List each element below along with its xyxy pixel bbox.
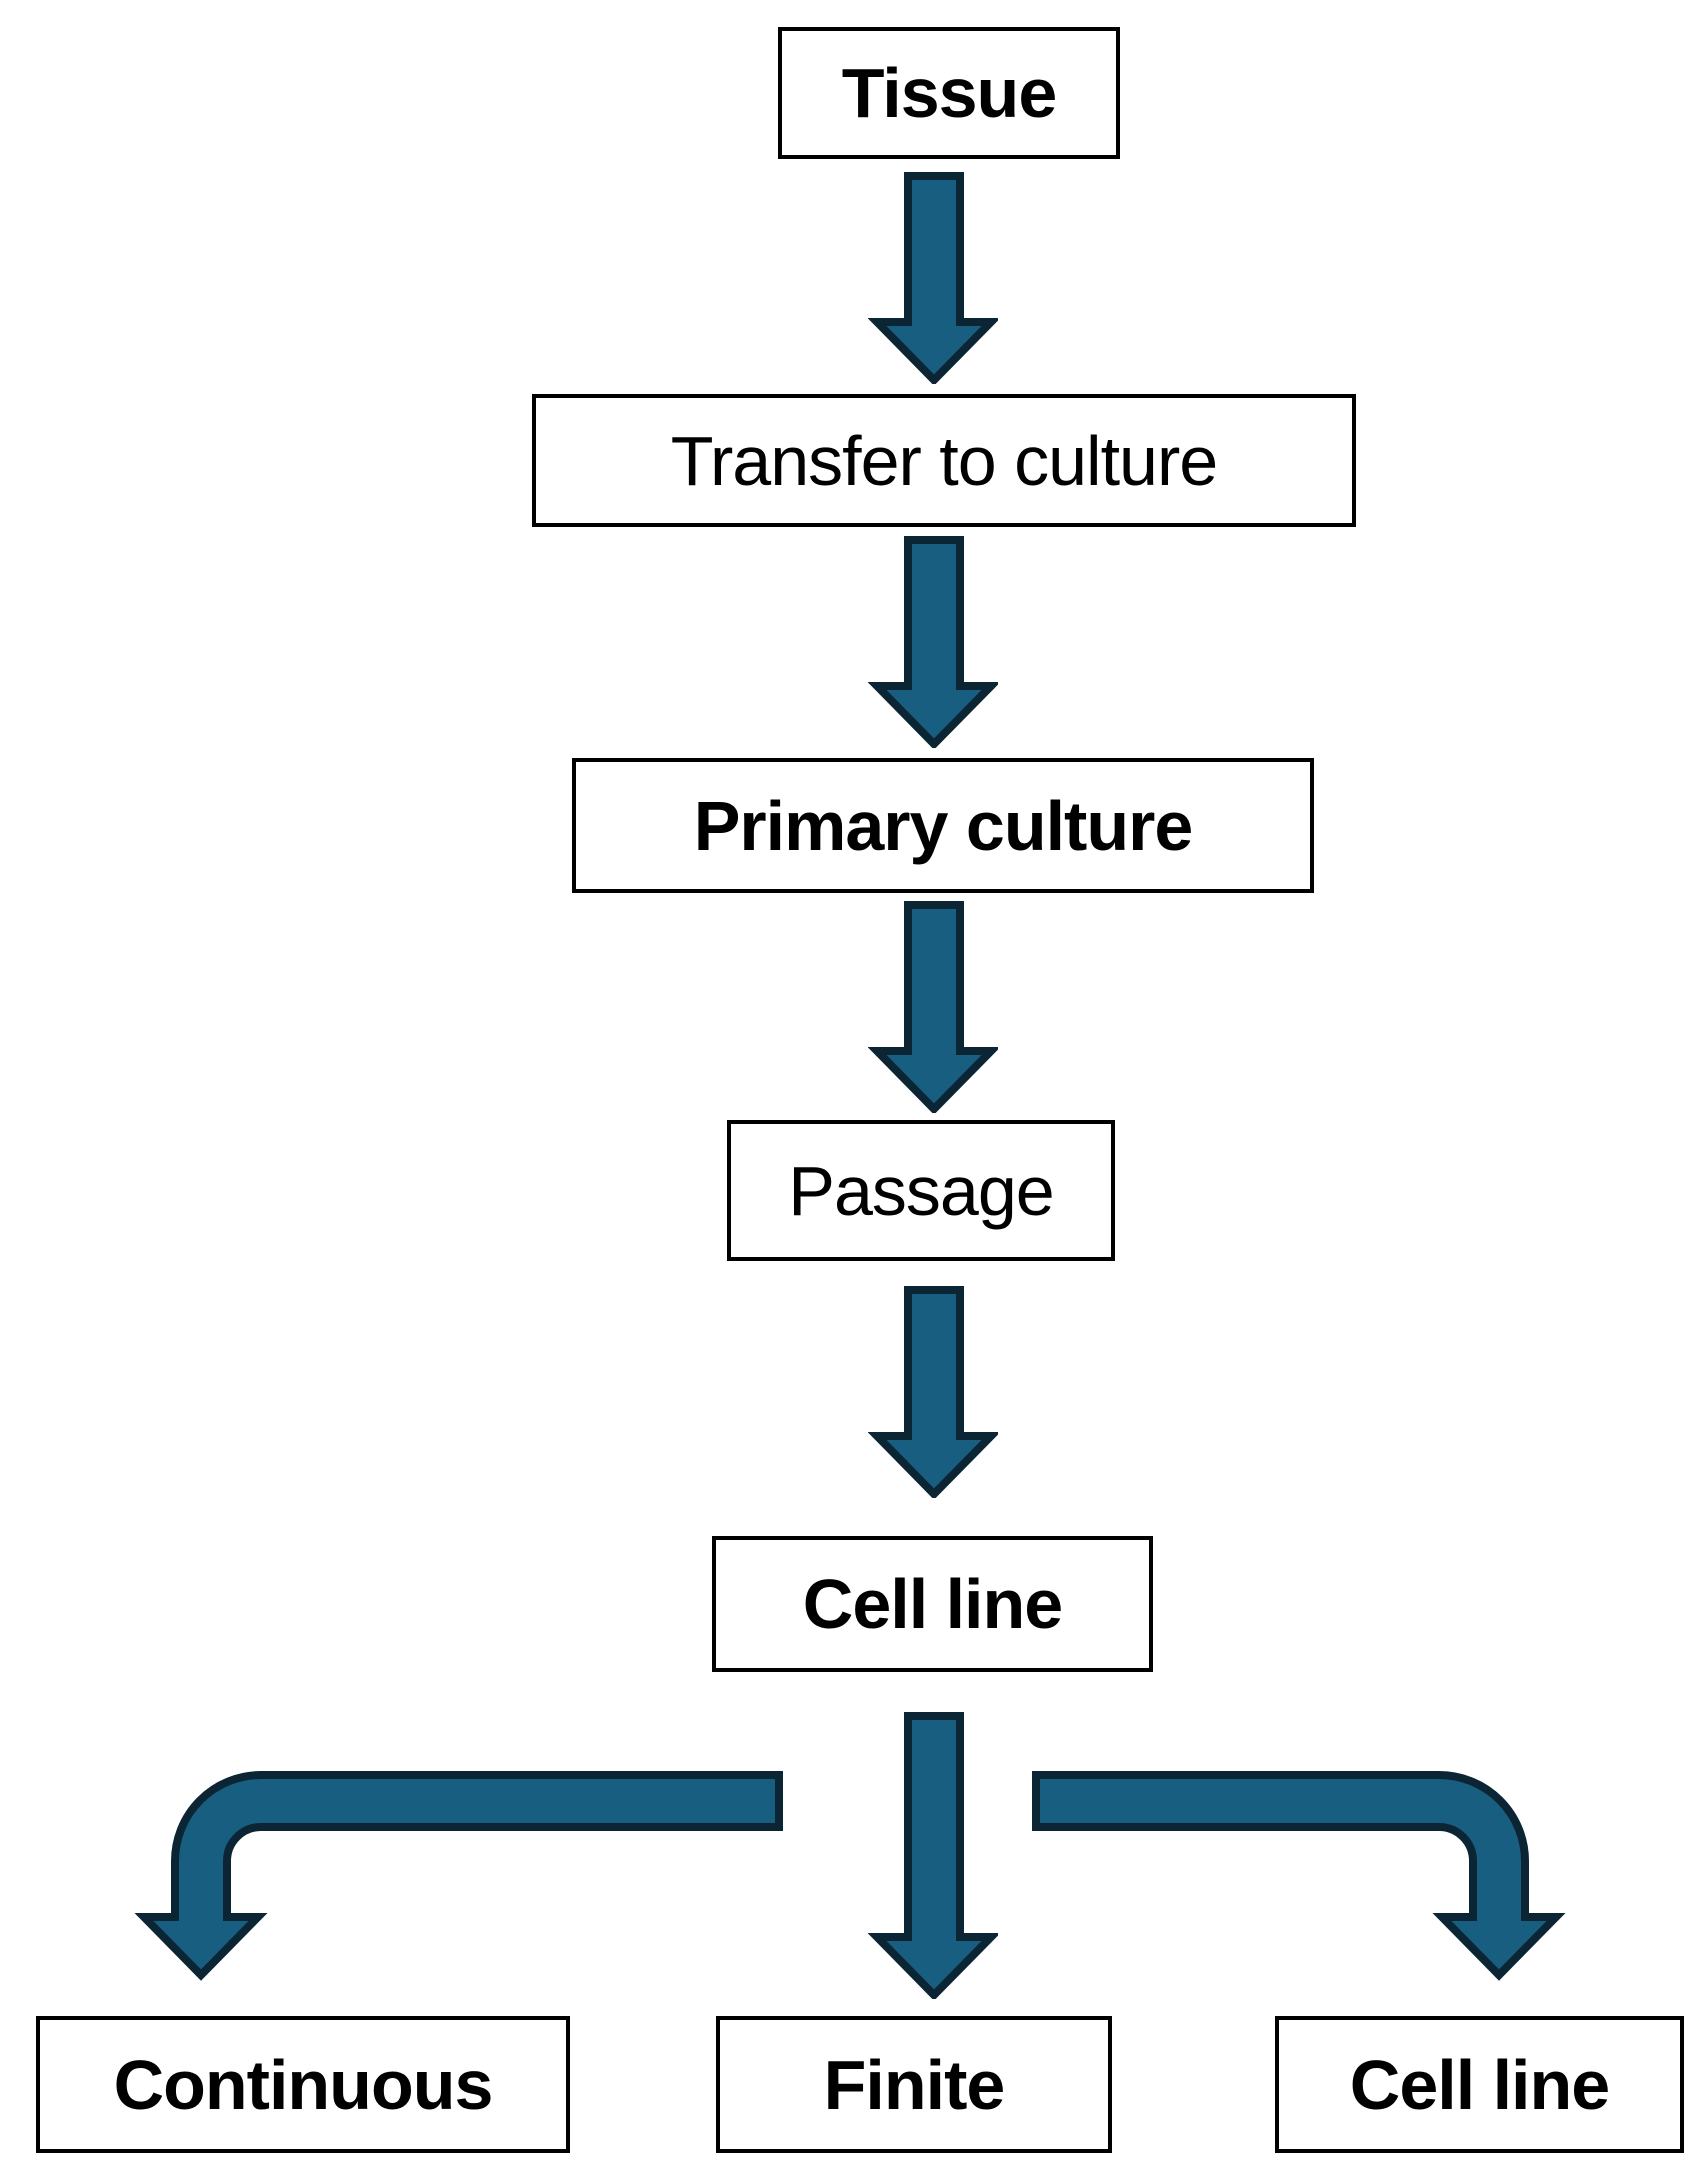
- node-continuous-label: Continuous: [113, 2045, 494, 2124]
- arrow-primary-to-passage-icon: [868, 901, 998, 1113]
- arrow-cellline-to-continuous-icon: [134, 1771, 783, 1981]
- node-continuous: Continuous: [36, 2016, 570, 2153]
- node-cell-line-bottom-label: Cell line: [1349, 2045, 1610, 2124]
- node-cell-line-label: Cell line: [802, 1565, 1063, 1643]
- node-finite: Finite: [716, 2016, 1112, 2153]
- node-tissue: Tissue: [778, 27, 1120, 159]
- arrow-cellline-to-finite-icon: [868, 1712, 998, 1999]
- node-tissue-label: Tissue: [841, 54, 1057, 132]
- node-cell-line: Cell line: [712, 1536, 1153, 1672]
- arrow-passage-to-cellline-icon: [868, 1286, 998, 1498]
- node-cell-line-bottom: Cell line: [1275, 2016, 1684, 2153]
- node-transfer-to-culture: Transfer to culture: [532, 394, 1356, 527]
- node-transfer-to-culture-label: Transfer to culture: [670, 421, 1218, 500]
- node-finite-label: Finite: [823, 2045, 1006, 2124]
- node-passage: Passage: [727, 1120, 1115, 1261]
- node-passage-label: Passage: [788, 1151, 1054, 1230]
- arrow-transfer-to-primary-icon: [868, 536, 998, 748]
- node-primary-culture: Primary culture: [572, 758, 1314, 893]
- arrow-tissue-to-transfer-icon: [868, 172, 998, 384]
- arrow-cellline-to-cellline-icon: [1032, 1771, 1566, 1981]
- node-primary-culture-label: Primary culture: [693, 786, 1194, 865]
